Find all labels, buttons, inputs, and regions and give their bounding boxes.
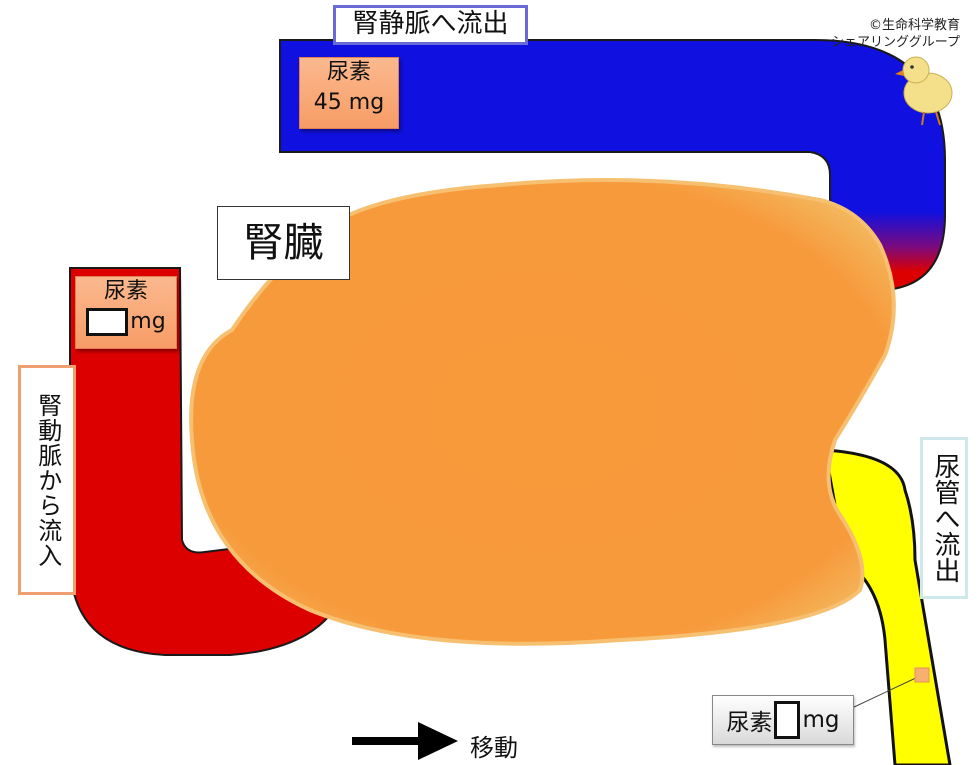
urine-urea-blank-box[interactable]: [774, 701, 801, 739]
vein-urea-tag: 尿素 45 mg: [299, 57, 399, 129]
vein-urea-amount: 45 mg: [313, 89, 385, 115]
kidney-label: 腎臓: [217, 206, 350, 280]
copyright-line-1: ©生命科学教育: [868, 18, 960, 33]
vein-outflow-label: 腎静脈へ流出: [333, 5, 528, 45]
move-legend-label: 移動: [470, 734, 518, 762]
ureter-outflow-label: 尿管へ流出: [920, 437, 968, 599]
artery-inflow-label: 腎動脈から流入: [18, 365, 76, 595]
ureter-tube: [823, 448, 952, 765]
urine-leader-line: [851, 675, 921, 709]
artery-urea-tag: 尿素 mg: [75, 276, 177, 349]
chick-mascot: [895, 56, 953, 126]
artery-urea-blank-box[interactable]: [86, 307, 129, 336]
vein-urea-title: 尿素: [326, 60, 371, 85]
copyright-line-2: シェアリンググループ: [831, 34, 960, 50]
ureter-urea-sample: [914, 667, 930, 683]
urine-urea-unit: mg: [802, 707, 840, 733]
move-legend-arrow: [352, 722, 458, 760]
copyright-text: ©生命科学教育 シェアリンググループ: [800, 18, 960, 52]
urine-urea-tag: 尿素 mg: [712, 695, 854, 745]
artery-urea-unit: mg: [130, 308, 166, 334]
urine-urea-title: 尿素: [726, 710, 773, 736]
artery-urea-title: 尿素: [103, 279, 148, 304]
kidney-body: [189, 178, 896, 646]
renal-vein-tube: [279, 39, 946, 294]
